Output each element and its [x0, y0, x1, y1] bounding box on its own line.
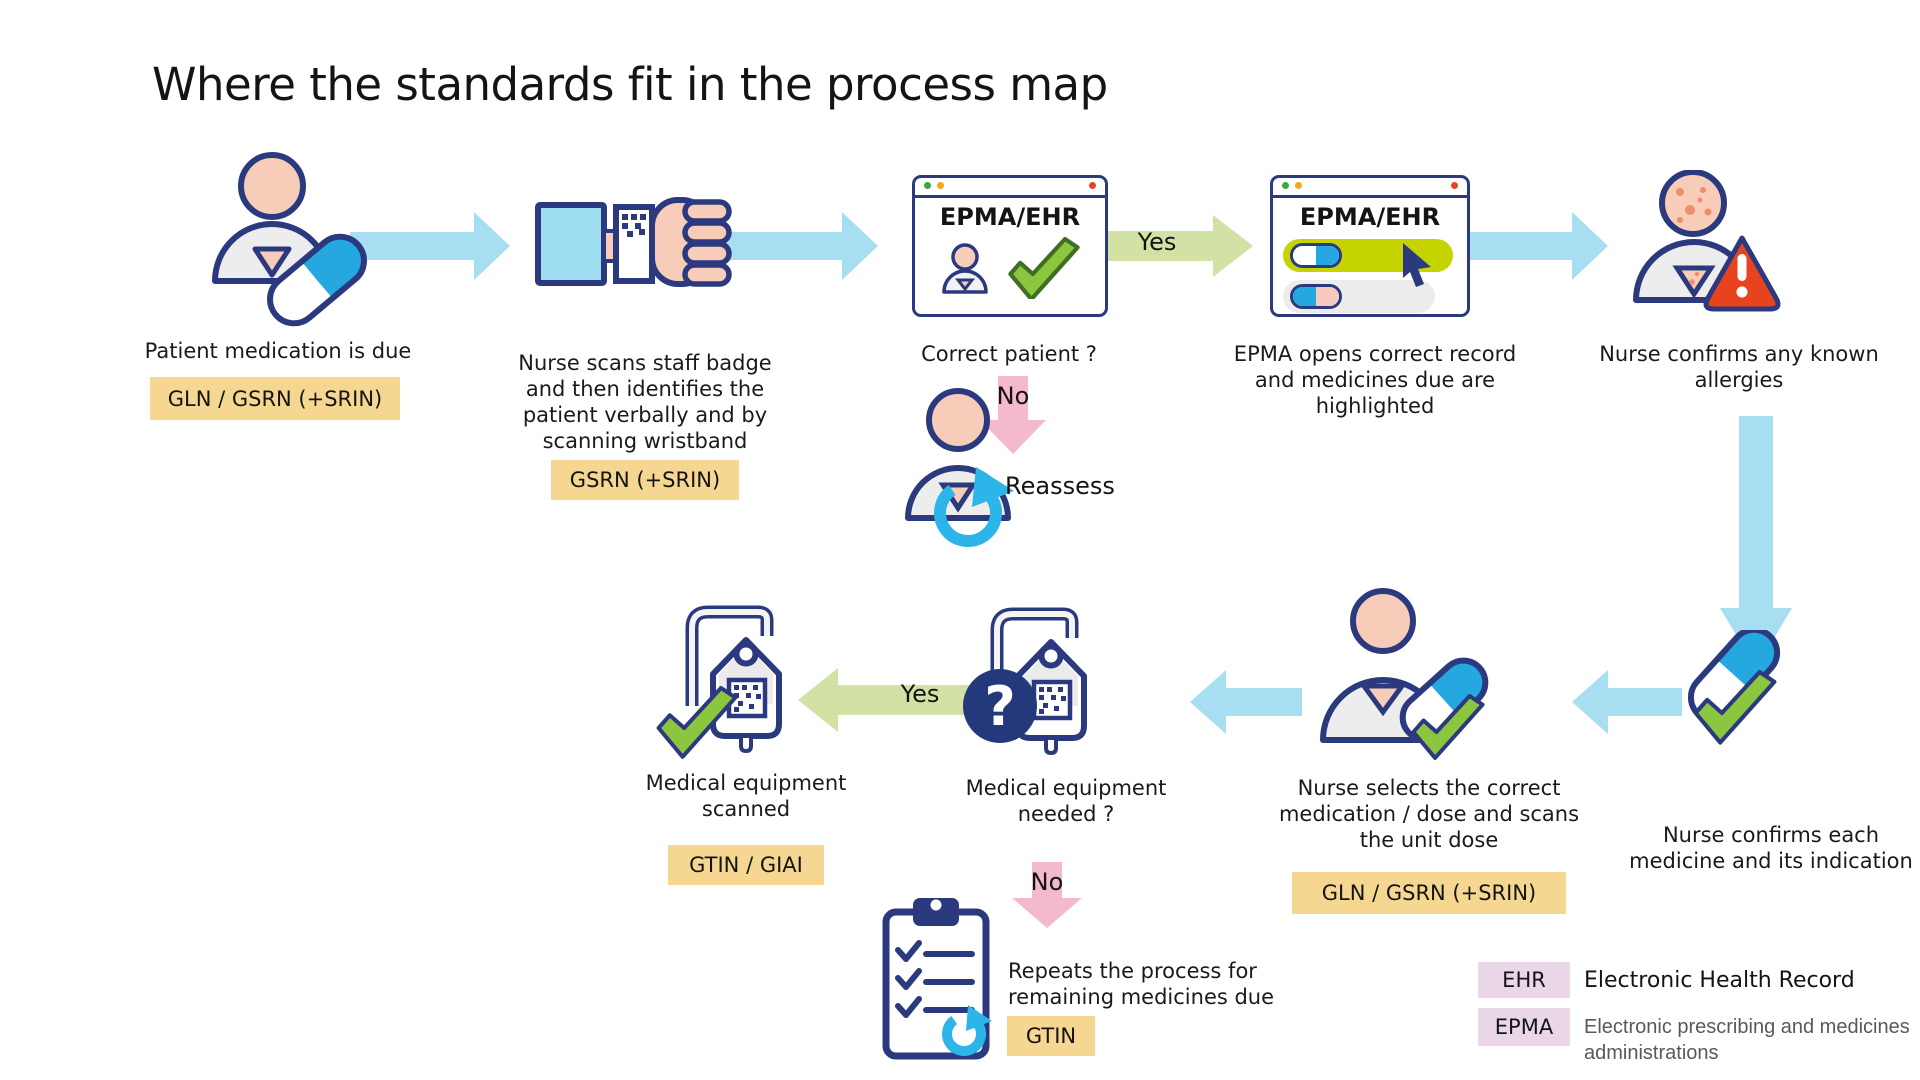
check-icon [1007, 237, 1081, 299]
iv-bag-question-icon: ? [963, 607, 1087, 756]
warning-triangle-icon [1703, 235, 1781, 312]
legend-epma-meaning: Electronic prescribing and medicines adm… [1584, 1016, 1910, 1064]
arrow-yes-equipment [798, 668, 978, 732]
window-title: EPMA/EHR [1299, 203, 1441, 231]
red-dot-icon [1089, 182, 1096, 189]
caption-equipment-needed: Medical equipment needed ? [965, 776, 1167, 827]
yes-label-equipment: Yes [900, 680, 940, 708]
qr-code-icon [734, 685, 761, 712]
refresh-icon [934, 467, 1014, 547]
caption-repeats: Repeats the process for remaining medici… [1008, 959, 1275, 1010]
reassess-label: Reassess [1005, 472, 1115, 500]
pill-icon [1290, 243, 1342, 268]
svg-text:?: ? [984, 675, 1015, 738]
arrow-right-3 [1468, 212, 1608, 280]
caption-nurse-scans: Nurse scans staff badge and then identif… [518, 351, 772, 454]
yellow-dot-icon [937, 182, 944, 189]
badge-gtin-giai: GTIN / GIAI [668, 845, 824, 885]
arrow-yes-patient [1107, 215, 1253, 277]
qr-code-icon [622, 214, 646, 237]
iv-bag-check-icon [645, 605, 782, 762]
badge-gsrn: GSRN (+SRIN) [551, 460, 739, 500]
legend-epma-badge: EPMA [1478, 1008, 1570, 1046]
badge-gln-gsrn-2: GLN / GSRN (+SRIN) [1292, 872, 1566, 914]
window-title: EPMA/EHR [939, 203, 1081, 231]
legend-ehr-badge: EHR [1478, 962, 1570, 998]
pill-icon [1290, 284, 1342, 309]
checklist-clipboard-icon [882, 898, 992, 1060]
green-dot-icon [1282, 182, 1289, 189]
medicine-row [1283, 280, 1435, 313]
page-title: Where the standards fit in the process m… [152, 58, 1108, 111]
legend-ehr-meaning: Electronic Health Record [1584, 968, 1855, 993]
highlighted-medicine-row [1283, 239, 1453, 287]
checklist-items [895, 940, 975, 1018]
arrow-left-1 [1572, 670, 1682, 734]
patient-mini-icon [942, 243, 988, 294]
allergy-alert-icon [1633, 170, 1781, 312]
window-titlebar [915, 178, 1105, 198]
rash-dots [1676, 187, 1712, 285]
caption-nurse-selects: Nurse selects the correct medication / d… [1278, 776, 1580, 853]
cursor-icon [1403, 243, 1431, 287]
caption-equipment-scanned: Medical equipment scanned [645, 771, 847, 822]
epma-window-medicines: EPMA/EHR [1270, 175, 1470, 317]
window-titlebar [1273, 178, 1467, 198]
caption-epma-opens: EPMA opens correct record and medicines … [1233, 342, 1517, 419]
reassess-person-icon [905, 388, 1014, 547]
caption-correct-patient: Correct patient ? [921, 342, 1097, 366]
green-dot-icon [924, 182, 931, 189]
no-label-equipment: No [1030, 868, 1064, 896]
no-label-patient: No [996, 382, 1030, 410]
yes-label-patient: Yes [1137, 228, 1177, 256]
badge-scan-icon [535, 197, 732, 287]
nurse-selects-icon [1320, 588, 1489, 760]
refresh-icon [942, 1005, 992, 1056]
caption-patient-due: Patient medication is due [144, 339, 412, 363]
arrow-right-1 [350, 212, 510, 280]
arrow-left-2 [1190, 670, 1302, 734]
arrow-no-equipment [1012, 862, 1082, 928]
question-circle-icon [963, 669, 1037, 743]
arrow-no-patient [980, 376, 1046, 454]
badge-gtin: GTIN [1007, 1016, 1095, 1056]
arrow-down-allergies [1720, 416, 1792, 668]
yellow-dot-icon [1295, 182, 1302, 189]
qr-code-icon [1039, 687, 1066, 714]
arrow-right-2 [700, 212, 878, 280]
red-dot-icon [1451, 182, 1458, 189]
caption-confirm-allergies: Nurse confirms any known allergies [1599, 342, 1879, 393]
medicine-check-icon [1687, 630, 1781, 755]
epma-window-patient: EPMA/EHR [912, 175, 1108, 317]
patient-pill-icon [212, 152, 367, 327]
caption-confirm-each-medicine: Nurse confirms each medicine and its ind… [1629, 823, 1913, 874]
badge-gln-gsrn-1: GLN / GSRN (+SRIN) [150, 377, 400, 420]
